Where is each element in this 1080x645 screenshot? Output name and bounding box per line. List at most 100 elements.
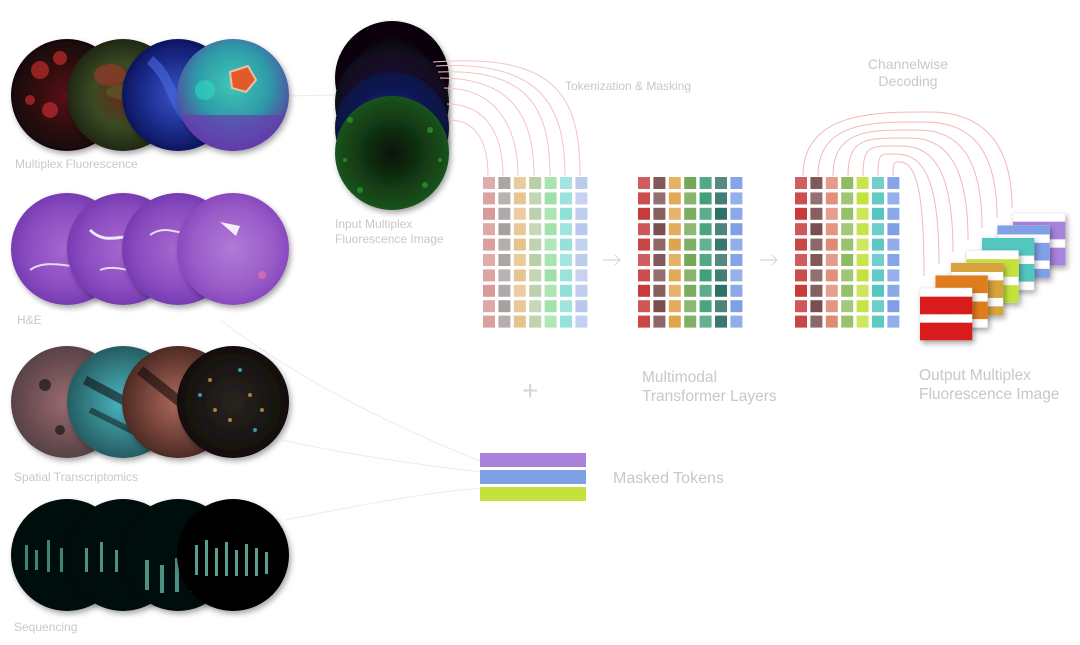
token-cell (699, 177, 712, 189)
token-cell (699, 254, 712, 266)
output-pixel (985, 306, 995, 316)
output-pixel (970, 275, 980, 285)
token-cell (872, 207, 884, 220)
token-grid-decoded (795, 177, 900, 328)
token-cell (498, 284, 511, 297)
token-cell (730, 223, 743, 236)
output-pixel (994, 263, 1004, 272)
output-pixel (961, 275, 971, 285)
token-cell (483, 192, 495, 205)
label-multimodal-transformer: Multimodal Transformer Layers (642, 369, 777, 405)
token-cell (560, 315, 572, 328)
he-images (11, 193, 289, 305)
token-cell (810, 223, 823, 236)
output-pixel (1040, 225, 1050, 235)
token-cell (575, 300, 588, 313)
output-pixel (963, 305, 973, 315)
token-cell (684, 223, 697, 236)
token-cell (856, 254, 869, 266)
token-cell (887, 315, 900, 328)
output-pixel (954, 296, 964, 306)
token-cell (841, 254, 854, 266)
label-input-image: Input Multiplex Fluorescence Image (335, 217, 444, 246)
output-pixel (1040, 251, 1050, 261)
token-cell (653, 269, 666, 282)
output-pixel (946, 331, 955, 341)
token-cell (872, 192, 884, 205)
token-cell (513, 300, 526, 313)
token-cell (730, 284, 743, 297)
token-cell (841, 284, 854, 297)
token-cell (513, 207, 526, 220)
token-cell (810, 300, 823, 313)
token-cell (887, 177, 900, 189)
input-channel-4 (335, 96, 449, 210)
output-pixel (1032, 251, 1042, 261)
token-cell (795, 223, 807, 236)
token-cell (498, 315, 511, 328)
token-cell (483, 300, 495, 313)
token-cell (856, 177, 869, 189)
token-cell (810, 177, 823, 189)
output-pixel (1001, 293, 1011, 303)
token-cell (715, 207, 727, 220)
token-cell (730, 315, 743, 328)
output-pixel (985, 263, 995, 272)
token-cell (529, 284, 542, 297)
token-cell (730, 238, 743, 251)
token-cell (653, 223, 666, 236)
output-pixel (1047, 256, 1057, 266)
token-cell (699, 192, 712, 205)
token-cell (544, 238, 557, 251)
token-cell (653, 192, 666, 205)
arrow-right-icon (760, 254, 778, 266)
token-cell (841, 238, 854, 251)
token-cell (684, 300, 697, 313)
plus-icon: + (522, 375, 539, 406)
token-cell (872, 284, 884, 297)
masked-token-blue (480, 470, 586, 484)
token-cell (730, 192, 743, 205)
token-cell (699, 238, 712, 251)
output-pixel (1040, 268, 1050, 278)
token-cell (529, 207, 542, 220)
output-pixel (982, 238, 991, 247)
token-cell (544, 315, 557, 328)
token-cell (668, 269, 681, 282)
token-cell (483, 223, 495, 236)
token-cell (560, 238, 572, 251)
multiplex-fluorescence-images (11, 39, 289, 151)
output-pixel (944, 275, 954, 285)
output-pixel (963, 322, 973, 332)
label-masked-tokens: Masked Tokens (613, 470, 724, 487)
token-cell (575, 284, 588, 297)
token-cell (730, 254, 743, 266)
token-cell (730, 177, 743, 189)
token-cell (825, 254, 838, 266)
token-cell (560, 223, 572, 236)
token-cell (684, 254, 697, 266)
output-pixel (1047, 221, 1057, 231)
token-cell (841, 269, 854, 282)
token-cell (544, 207, 557, 220)
token-cell (544, 192, 557, 205)
output-pixel (1009, 293, 1019, 303)
output-pixel (1001, 285, 1011, 295)
seq-image-4 (177, 499, 289, 611)
output-pixel (978, 301, 988, 311)
output-pixel (920, 296, 929, 306)
output-pixel (952, 275, 962, 285)
token-cell (872, 269, 884, 282)
token-cell (529, 238, 542, 251)
token-cell (498, 300, 511, 313)
token-cell (810, 269, 823, 282)
token-cell (560, 300, 572, 313)
token-cell (715, 192, 727, 205)
label-he: H&E (17, 313, 42, 327)
output-pixel (946, 296, 955, 306)
token-cell (575, 269, 588, 282)
token-cell (795, 284, 807, 297)
token-cell (668, 300, 681, 313)
token-cell (498, 207, 511, 220)
output-pixel (1056, 256, 1066, 266)
